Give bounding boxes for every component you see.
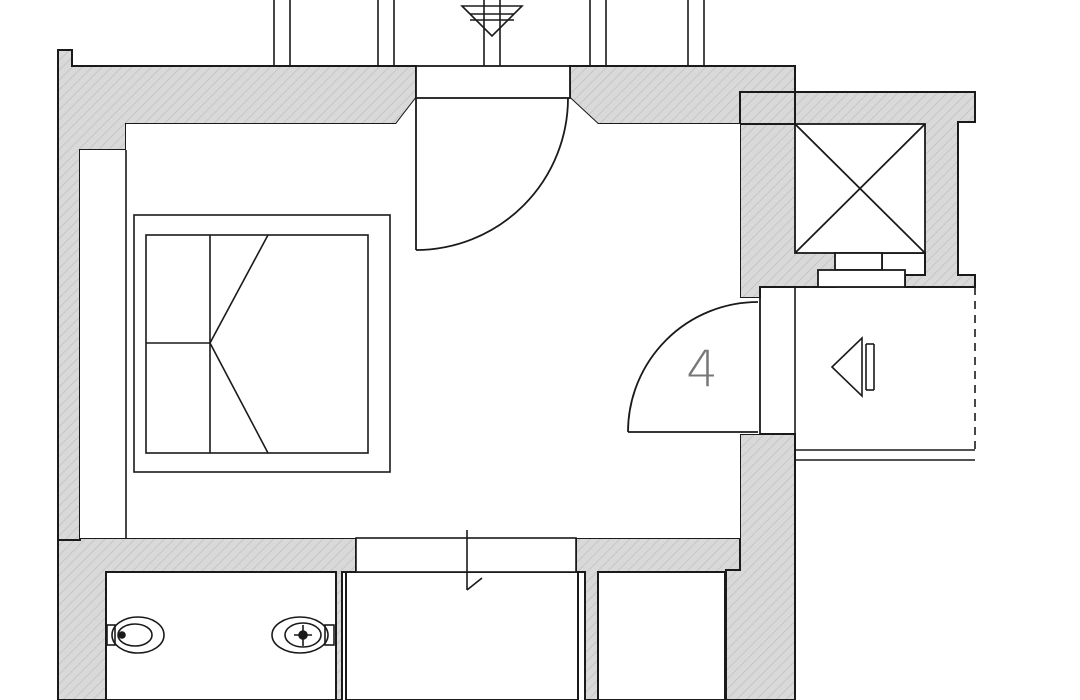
bidet-icon [271, 616, 335, 654]
corridor-room [345, 571, 579, 700]
top-window-frame [273, 0, 705, 66]
entrance-arrow-down-icon [460, 0, 524, 66]
closet-room [597, 571, 726, 700]
bathroom-room [105, 571, 337, 700]
wall-lift-surround [739, 91, 796, 125]
toilet-icon [106, 616, 165, 654]
hallway-right [794, 286, 976, 461]
lift-shaft-icon [794, 123, 926, 288]
double-bed [133, 214, 391, 473]
room-door-right [627, 298, 761, 434]
entrance-door-top [415, 65, 571, 251]
room-number: 4 [686, 340, 718, 398]
bedroom-room [80, 98, 760, 540]
sliding-door-bottom [355, 530, 577, 591]
entrance-arrow-left-icon [830, 336, 875, 398]
